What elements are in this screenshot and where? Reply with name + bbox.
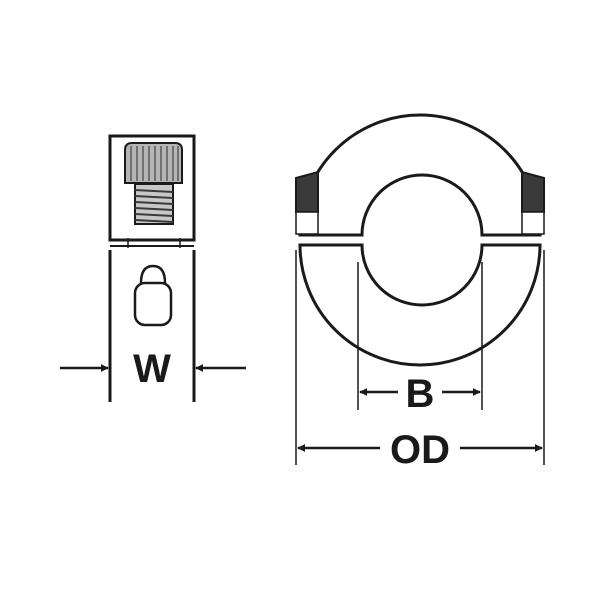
upper-half-outline [108, 134, 196, 242]
side-view: W [60, 134, 246, 402]
width-label: W [133, 347, 171, 391]
front-view: B OD [295, 113, 545, 472]
left-screw-head [295, 170, 319, 213]
screw-threads [134, 183, 174, 225]
screw-pocket-icon [133, 264, 173, 327]
collar-upper-half [298, 113, 542, 237]
right-screw-head [521, 170, 545, 213]
outer-diameter-label: OD [390, 428, 450, 472]
cap-screw-head [124, 142, 183, 184]
collar-lower-half [298, 243, 542, 367]
bore-label: B [406, 372, 435, 416]
